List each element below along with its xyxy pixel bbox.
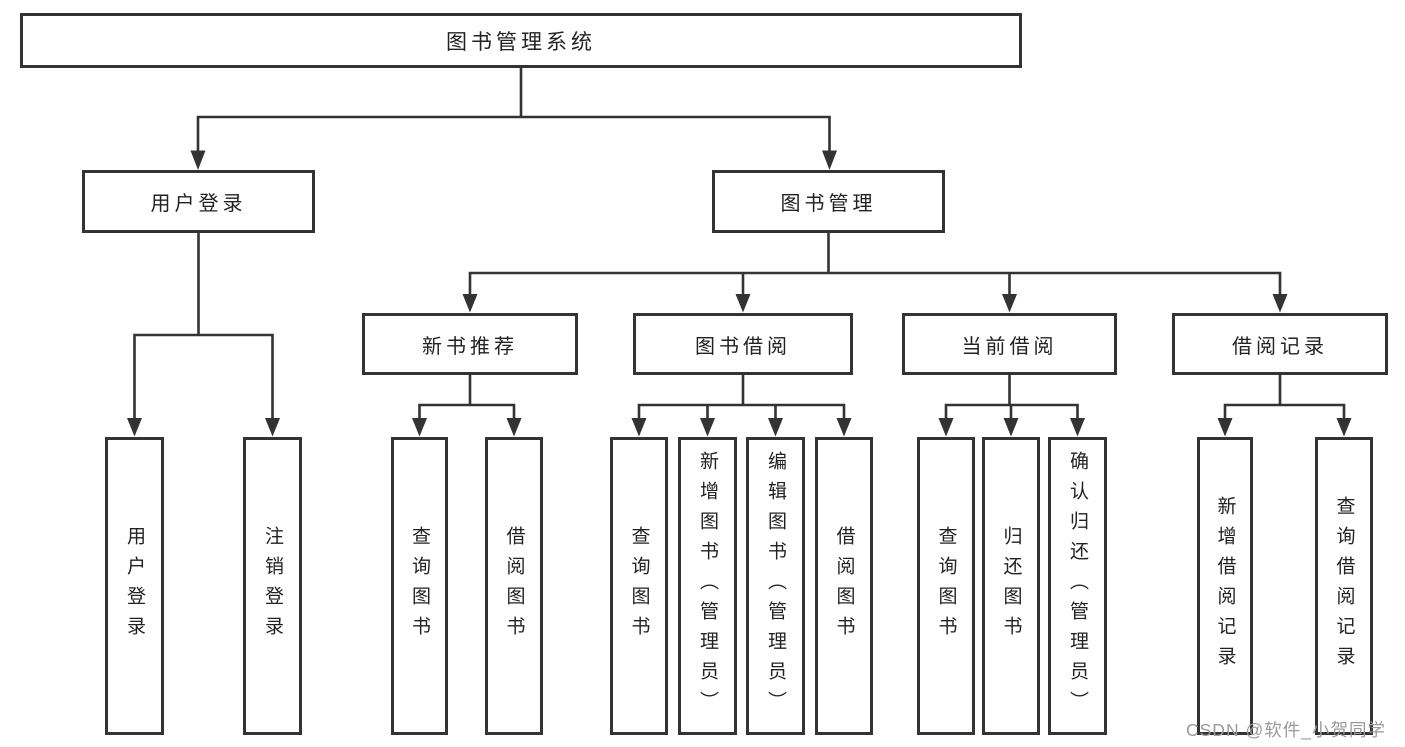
leaf-borrow-query-label: 查询图书	[628, 526, 650, 646]
leaf-current-return: 归还图书	[982, 437, 1040, 735]
connector-user-login-to-leaves	[127, 231, 280, 437]
leaf-borrow-add: 新增图书（管理员）	[678, 437, 737, 735]
arrowhead	[1217, 418, 1233, 437]
arrowhead	[265, 418, 280, 437]
arrowhead	[938, 418, 954, 437]
leaf-borrow-borrow: 借阅图书	[815, 437, 873, 735]
arrowhead	[1002, 294, 1017, 313]
leaf-records-add-label: 新增借阅记录	[1214, 496, 1236, 676]
node-book-borrow: 图书借阅	[633, 313, 853, 375]
node-borrow-records-label: 借阅记录	[1232, 335, 1328, 358]
leaf-records-add: 新增借阅记录	[1197, 437, 1253, 735]
node-root: 图书管理系统	[20, 13, 1022, 68]
watermark: CSDN @软件_小贺同学	[1186, 720, 1386, 740]
leaf-newbooks-query-label: 查询图书	[409, 526, 430, 646]
leaf-newbooks-query: 查询图书	[391, 437, 448, 735]
arrowhead	[735, 294, 751, 313]
leaf-current-confirm: 确认归还（管理员）	[1048, 437, 1107, 735]
leaf-newbooks-borrow-label: 借阅图书	[503, 526, 525, 646]
arrowhead	[1003, 418, 1019, 437]
connector-book-management-to-level3	[462, 231, 1288, 313]
leaf-records-query-label: 查询借阅记录	[1333, 496, 1355, 676]
node-borrow-records: 借阅记录	[1172, 313, 1388, 375]
node-book-management-label: 图书管理	[780, 193, 877, 215]
connector-book-borrow-to-leaves	[631, 373, 852, 437]
leaf-borrow-edit: 编辑图书（管理员）	[746, 437, 805, 735]
leaf-user-login-label: 用户登录	[124, 526, 145, 646]
leaf-borrow-borrow-label: 借阅图书	[833, 526, 855, 646]
leaf-current-confirm-label: 确认归还（管理员）	[1067, 451, 1088, 721]
node-current-borrow: 当前借阅	[902, 313, 1117, 375]
arrowhead	[822, 150, 837, 170]
node-new-books-label: 新书推荐	[422, 335, 518, 358]
node-book-management: 图书管理	[712, 170, 945, 233]
node-user-login-label: 用户登录	[150, 193, 247, 215]
leaf-current-query-label: 查询图书	[935, 526, 957, 646]
arrowhead	[836, 418, 852, 437]
leaf-user-login: 用户登录	[105, 437, 164, 735]
leaf-current-return-label: 归还图书	[1000, 526, 1022, 646]
node-user-login: 用户登录	[82, 170, 315, 233]
leaf-current-query: 查询图书	[917, 437, 975, 735]
arrowhead	[506, 418, 522, 437]
node-new-books: 新书推荐	[362, 313, 578, 375]
arrowhead	[631, 418, 647, 437]
node-book-borrow-label: 图书借阅	[695, 335, 791, 358]
connector-root-to-level2	[190, 66, 837, 170]
leaf-records-query: 查询借阅记录	[1315, 437, 1373, 735]
arrowhead	[768, 418, 783, 437]
connector-new-books-to-leaves	[412, 373, 522, 437]
arrowhead	[1070, 418, 1085, 437]
connector-borrow-records-to-leaves	[1217, 373, 1352, 437]
leaf-borrow-add-label: 新增图书（管理员）	[697, 451, 718, 721]
leaf-newbooks-borrow: 借阅图书	[485, 437, 543, 735]
arrowhead	[412, 418, 427, 437]
node-current-borrow-label: 当前借阅	[961, 335, 1058, 358]
arrowhead	[700, 418, 715, 437]
connector-current-borrow-to-leaves	[938, 373, 1085, 437]
arrowhead	[1272, 294, 1288, 313]
arrowhead	[190, 150, 206, 170]
leaf-logout-label: 注销登录	[262, 526, 283, 646]
leaf-borrow-query: 查询图书	[610, 437, 668, 735]
arrowhead	[462, 294, 478, 313]
arrowhead	[1336, 418, 1352, 437]
leaf-logout: 注销登录	[243, 437, 302, 735]
node-root-label: 图书管理系统	[446, 30, 596, 54]
leaf-borrow-edit-label: 编辑图书（管理员）	[765, 451, 786, 721]
arrowhead	[127, 418, 142, 437]
